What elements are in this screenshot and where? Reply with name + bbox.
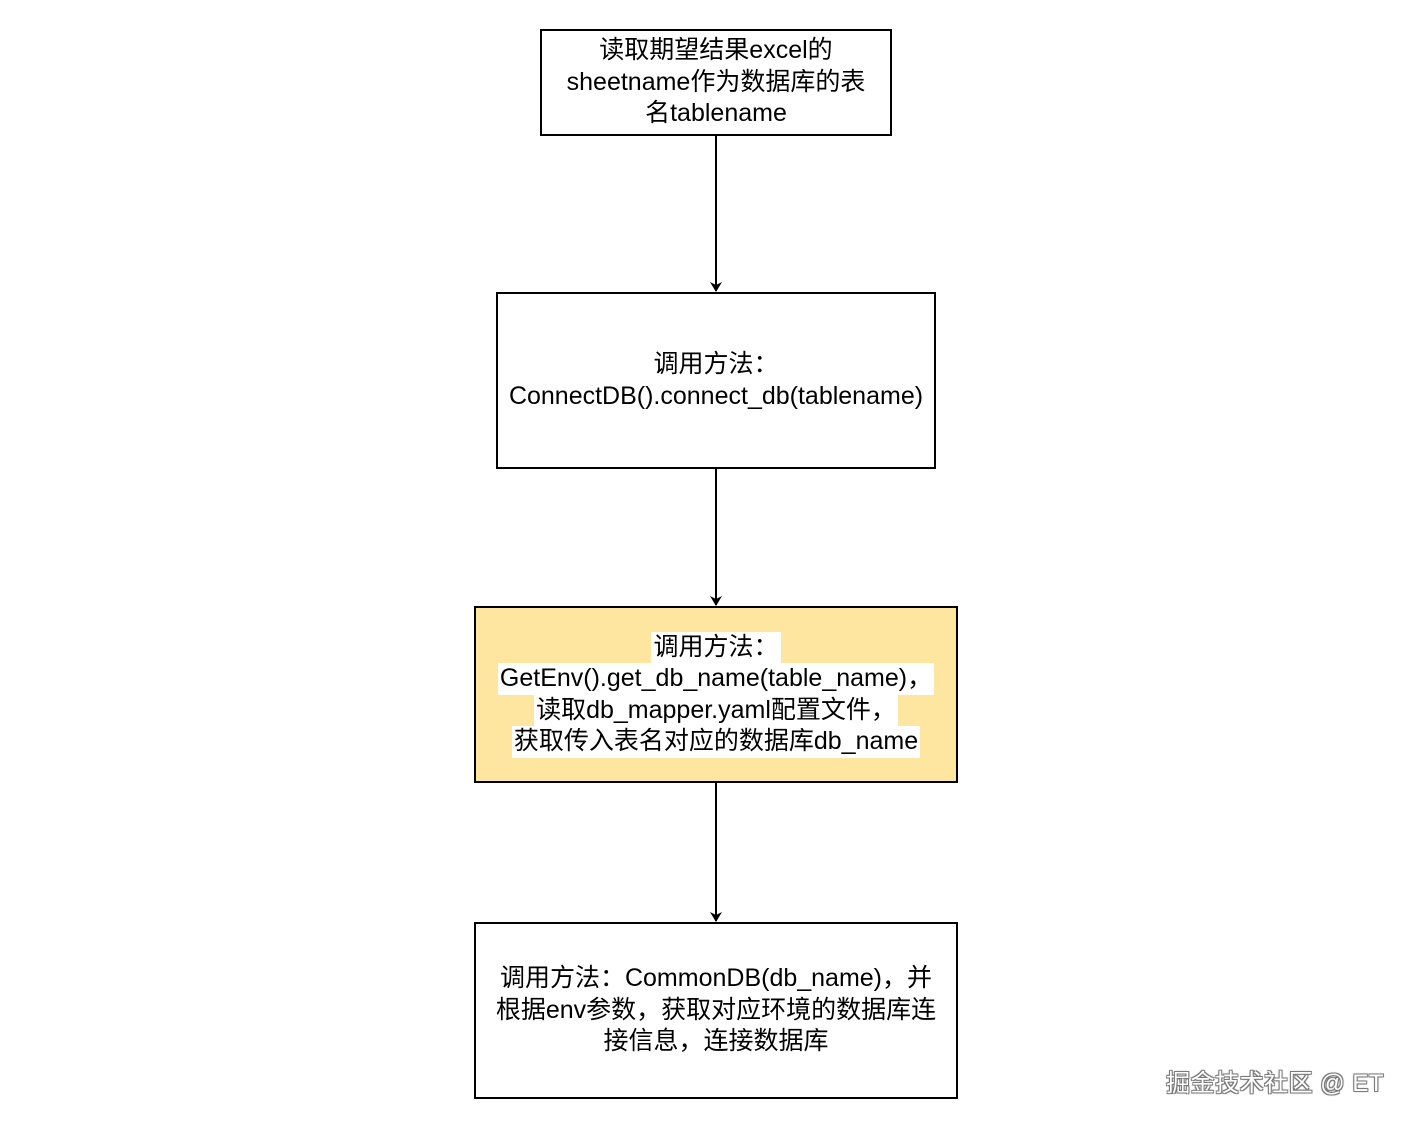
- node-text-line: 调用方法：CommonDB(db_name)，并: [499, 964, 933, 993]
- node-text-line: sheetname作为数据库的表: [566, 67, 866, 96]
- process-node-connect-db: 调用方法： ConnectDB().connect_db(tablename): [496, 292, 936, 469]
- node-text-line: GetEnv().get_db_name(table_name)，: [497, 663, 935, 695]
- node-text-line: 读取期望结果excel的: [599, 36, 833, 65]
- node-text-line: 获取传入表名对应的数据库db_name: [511, 726, 921, 758]
- process-node-get-db-name: 调用方法： GetEnv().get_db_name(table_name)， …: [474, 606, 958, 783]
- node-text-line: ConnectDB().connect_db(tablename): [508, 381, 924, 410]
- node-text-line: 名tablename: [645, 99, 787, 128]
- node-text-line: 读取db_mapper.yaml配置文件，: [534, 694, 898, 726]
- process-node-read-sheetname: 读取期望结果excel的 sheetname作为数据库的表 名tablename: [540, 29, 892, 136]
- node-text-line: 接信息，连接数据库: [603, 1027, 829, 1056]
- node-text-line: 调用方法：: [651, 631, 781, 663]
- watermark: 掘金技术社区 @ ET: [1166, 1070, 1384, 1097]
- node-text-line: 调用方法：: [653, 350, 779, 378]
- process-node-common-db: 调用方法：CommonDB(db_name)，并 根据env参数，获取对应环境的…: [474, 922, 958, 1099]
- node-text-line: 根据env参数，获取对应环境的数据库连: [495, 995, 937, 1024]
